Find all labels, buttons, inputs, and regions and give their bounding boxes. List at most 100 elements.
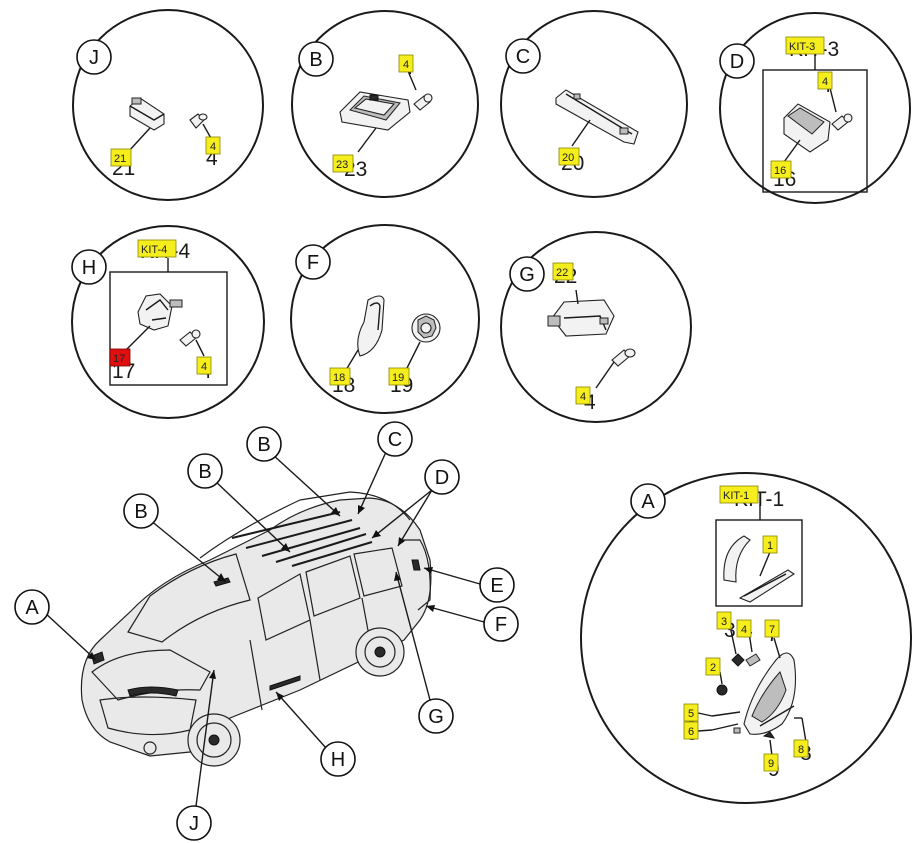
callout-a <box>630 483 666 519</box>
callout-c <box>505 38 541 74</box>
callout-label: C <box>516 46 530 68</box>
part-tag-4: 4 <box>205 136 221 155</box>
callout-label: E <box>490 575 503 597</box>
detail-h: KIT-4 KIT-4 17 4 17 4 H <box>71 225 265 419</box>
part-17-courtesy-lamp <box>137 293 183 331</box>
part-4-bulb <box>179 329 201 347</box>
callout-label: F <box>307 252 319 274</box>
part-23-dome-lamp <box>339 91 411 131</box>
svg-text:5: 5 <box>688 708 694 720</box>
part-tag-8: 8 <box>793 739 809 758</box>
svg-text:6: 6 <box>688 726 694 738</box>
svg-text:KIT-3: KIT-3 <box>789 41 815 53</box>
part-20-lamp-strip <box>555 89 639 145</box>
part-tag-2: 2 <box>705 657 721 676</box>
part-tag-3: 3 <box>716 611 732 630</box>
detail-f: 18 19 18 19 F <box>290 224 480 414</box>
part-tag-4: 4 <box>575 386 591 405</box>
detail-b: 23 4 4 23 B <box>291 10 479 198</box>
part-7-headlamp-assembly <box>743 652 797 735</box>
small-hardware <box>711 653 802 739</box>
part-tag-16: 16 <box>770 160 792 179</box>
part-21-lamp <box>129 97 165 131</box>
svg-text:16: 16 <box>774 165 786 177</box>
callout-label: B <box>198 461 211 483</box>
part-tag-4: 4 <box>398 54 414 73</box>
part-tag-18: 18 <box>329 367 351 386</box>
svg-text:19: 19 <box>392 372 404 384</box>
callout-j <box>76 39 112 75</box>
callout-label: A <box>641 491 655 513</box>
svg-text:2: 2 <box>710 662 716 674</box>
callout-label: G <box>428 706 444 728</box>
callout-b <box>123 493 159 529</box>
vehicle-illustration <box>80 491 432 767</box>
callout-label: J <box>89 47 99 69</box>
svg-text:4: 4 <box>403 59 409 71</box>
part-tag-5: 5 <box>683 703 699 722</box>
svg-text:4: 4 <box>580 391 586 403</box>
callout-f <box>483 606 519 642</box>
part-tag-1: 1 <box>762 535 778 554</box>
part-tag-20: 20 <box>558 147 580 166</box>
callout-g <box>509 256 545 292</box>
kit-tag-1: KIT-1 <box>719 485 759 504</box>
svg-text:4: 4 <box>822 76 828 88</box>
part-tag-4: 4 <box>196 356 212 375</box>
detail-d: KIT-3 KIT-3 16 4 4 16 D <box>719 12 911 204</box>
callout-e <box>479 567 515 603</box>
callout-label: B <box>134 501 147 523</box>
part-tag-22: 22 <box>552 262 574 281</box>
svg-text:KIT-4: KIT-4 <box>141 244 167 256</box>
callout-h <box>71 249 107 285</box>
part-tag-4: 4 <box>817 71 833 90</box>
svg-text:22: 22 <box>556 267 568 279</box>
callout-j <box>176 805 212 841</box>
svg-text:23: 23 <box>336 159 348 171</box>
svg-text:18: 18 <box>333 372 345 384</box>
svg-text:4: 4 <box>741 624 747 636</box>
svg-text:17: 17 <box>113 353 125 365</box>
detail-c: 20 20 C <box>500 10 688 198</box>
rear-wheel <box>355 627 405 677</box>
callout-label: C <box>388 429 402 451</box>
part-tag-4: 4 <box>736 619 752 638</box>
svg-text:8: 8 <box>798 744 804 756</box>
part-tag-7: 7 <box>764 619 780 638</box>
callout-label: A <box>25 597 39 619</box>
part-4-bulb <box>831 113 853 131</box>
part-tag-21: 21 <box>110 148 132 167</box>
callout-label: H <box>82 257 96 279</box>
part-18-lens <box>357 295 385 357</box>
part-16-lamp <box>783 103 831 153</box>
callout-label: J <box>189 813 199 835</box>
callout-a <box>14 589 50 625</box>
callout-label: G <box>519 264 535 286</box>
detail-g: 22 4 22 4 G <box>500 231 692 423</box>
callout-label: B <box>257 434 270 456</box>
callout-label: D <box>435 467 449 489</box>
front-wheel <box>187 713 241 767</box>
detail-j: 21 4 21 4 J <box>72 9 264 201</box>
callout-label: F <box>495 614 507 636</box>
svg-text:9: 9 <box>768 758 774 770</box>
callout-c <box>377 421 413 457</box>
callout-f <box>295 244 331 280</box>
part-4-bulb <box>611 348 636 367</box>
part-tag-23: 23 <box>332 154 354 173</box>
part-tag-19: 19 <box>388 367 410 386</box>
kit-tag-4: KIT-4 <box>137 239 177 258</box>
part-tag-6: 6 <box>683 721 699 740</box>
callout-d <box>424 459 460 495</box>
svg-text:KIT-1: KIT-1 <box>723 490 749 502</box>
callout-d <box>719 43 755 79</box>
callout-label: H <box>331 749 345 771</box>
callout-label: B <box>309 49 322 71</box>
svg-text:1: 1 <box>767 540 773 552</box>
svg-text:20: 20 <box>562 152 574 164</box>
callout-b <box>187 453 223 489</box>
svg-text:4: 4 <box>210 141 216 153</box>
part-4-bulb <box>413 93 433 111</box>
